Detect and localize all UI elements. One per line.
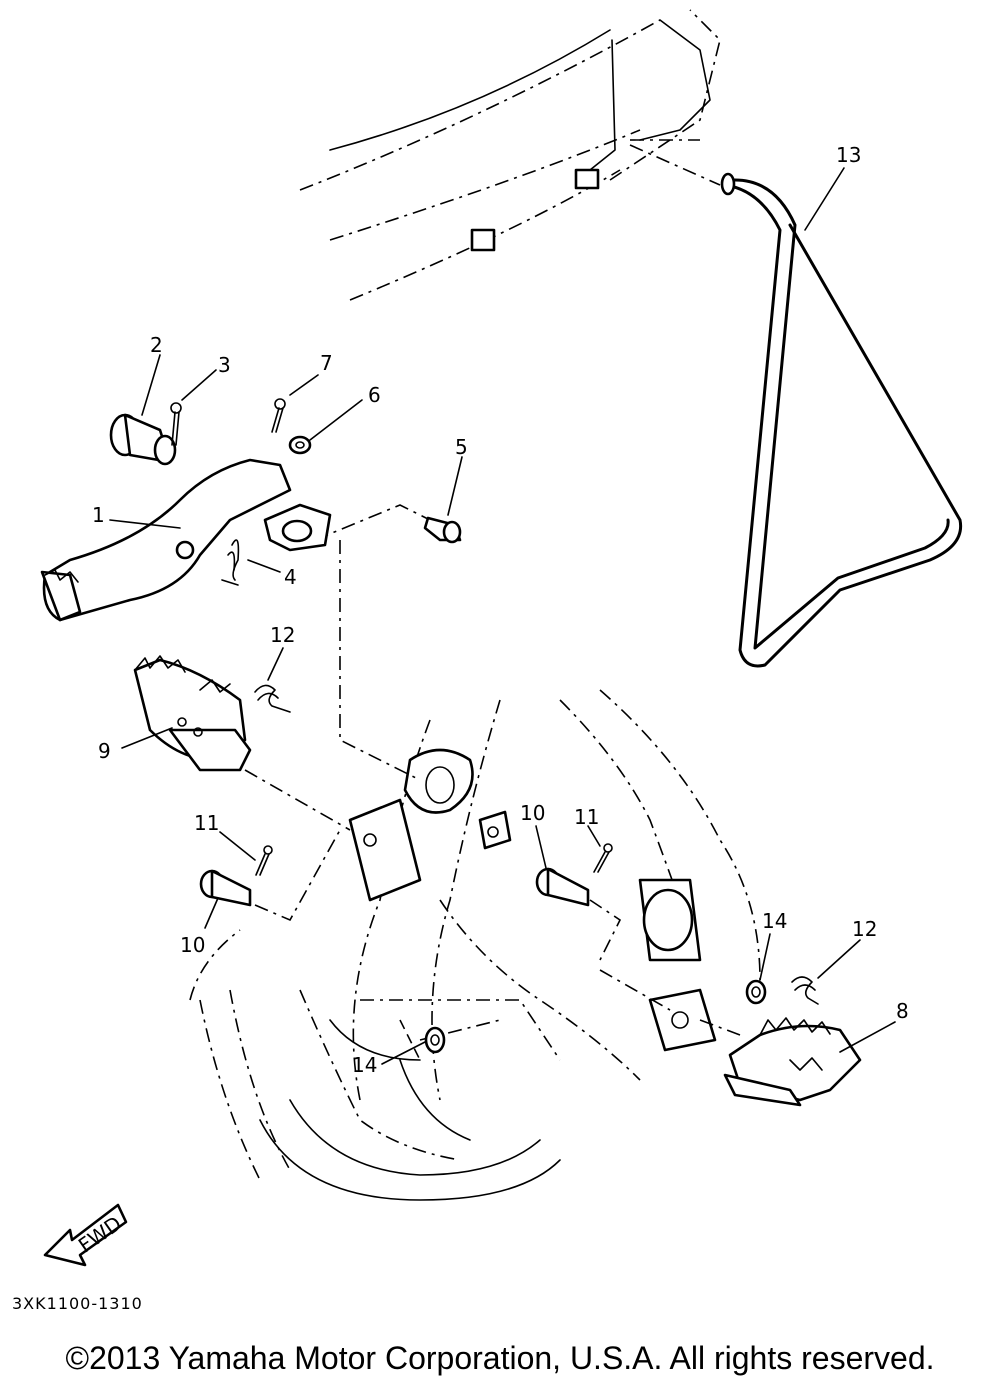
footpeg-mount-brackets	[348, 748, 717, 1052]
callout-10-right: 10	[520, 801, 545, 825]
collar-14-right	[745, 979, 767, 1005]
lower-frame	[259, 1019, 561, 1201]
callout-2: 2	[150, 333, 163, 357]
explode-leader-lines	[244, 144, 741, 1061]
part-callouts: 2 3 7 6 5 1 4 13 12 9 11 10 10 11 14 14 …	[92, 143, 909, 1077]
rear-stand	[720, 172, 963, 668]
callout-7: 7	[320, 351, 333, 375]
clevis-pin-10-left	[199, 869, 252, 907]
callout-13: 13	[836, 143, 861, 167]
cotter-pin-11-left	[255, 845, 273, 876]
brake-pedal	[40, 458, 332, 622]
collar-14-lower	[424, 1026, 446, 1054]
clevis-pin-10-right	[535, 867, 590, 907]
callout-6: 6	[368, 383, 381, 407]
pivot-shaft	[109, 413, 177, 466]
copyright-notice: ©2013 Yamaha Motor Corporation, U.S.A. A…	[65, 1340, 935, 1376]
callout-4: 4	[284, 565, 297, 589]
spring-12-right	[791, 976, 819, 1005]
callout-11-left: 11	[194, 811, 219, 835]
spring-4	[221, 539, 240, 586]
drawing-code: 3XK1100-1310	[12, 1294, 143, 1313]
washer-6	[288, 435, 312, 455]
cotter-pin-11-right	[593, 843, 613, 873]
callout-5: 5	[455, 435, 468, 459]
callout-9: 9	[98, 739, 111, 763]
subframe-rail	[329, 19, 711, 252]
callout-1: 1	[92, 503, 105, 527]
callout-12-left: 12	[270, 623, 295, 647]
callout-leaders	[109, 167, 896, 1065]
callout-14-lower: 14	[352, 1053, 377, 1077]
footpeg-right	[723, 1017, 862, 1107]
callout-11-right: 11	[574, 805, 599, 829]
spring-12-left	[254, 684, 291, 713]
fwd-arrow-icon: FWD	[43, 1203, 128, 1267]
callout-10-left: 10	[180, 933, 205, 957]
cotter-pin-3	[170, 402, 182, 446]
callout-12-right: 12	[852, 917, 877, 941]
cotter-pin-7	[271, 398, 286, 433]
callout-3: 3	[218, 353, 231, 377]
callout-8: 8	[896, 999, 909, 1023]
callout-14-right: 14	[762, 909, 787, 933]
footpeg-left	[133, 655, 252, 772]
pin-5	[423, 516, 462, 544]
